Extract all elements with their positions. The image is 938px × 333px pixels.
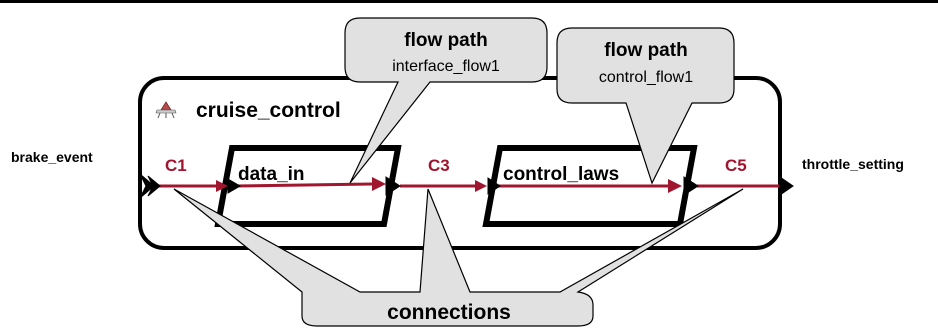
out-port-label: throttle_setting — [802, 156, 904, 172]
callout-flow-path-control — [556, 27, 735, 185]
data-in-out-port-icon — [385, 176, 401, 196]
callout-connections — [173, 188, 744, 327]
flow-path-interface-arrowhead — [372, 177, 386, 191]
in-port-label: brake_event — [11, 149, 93, 165]
data-in-in-port-icon — [227, 178, 241, 194]
subcomponent-control-laws-label: control_laws — [503, 164, 619, 185]
callout-connections-title: connections — [387, 301, 511, 324]
connection-c3-label: C3 — [428, 156, 450, 175]
system-name: cruise_control — [196, 99, 341, 122]
connection-c3-arrowhead — [475, 180, 487, 192]
connection-c1-arrowhead — [216, 180, 228, 192]
ports — [139, 173, 794, 199]
callout-flow-path-control-title: flow path — [604, 40, 687, 61]
flow-path-interface-line — [234, 182, 373, 188]
connection-c1-label: C1 — [165, 156, 187, 175]
flow-path-control-arrowhead — [668, 179, 682, 193]
in-port-icon — [139, 173, 161, 199]
subcomponent-data-in-label: data_in — [238, 164, 305, 185]
aadl-logo-icon — [155, 101, 177, 119]
connection-c5-label: C5 — [725, 156, 747, 175]
callout-flow-path-interface-title: flow path — [404, 30, 487, 51]
flow-lines — [157, 177, 780, 193]
callout-flow-path-control-name: control_flow1 — [599, 69, 693, 86]
callout-flow-path-interface — [344, 17, 548, 184]
out-port-icon — [779, 176, 794, 196]
top-rule — [0, 0, 938, 3]
control-laws-out-port-icon — [683, 176, 699, 196]
control-laws-in-port-icon — [487, 177, 501, 195]
callout-flow-path-interface-name: interface_flow1 — [392, 58, 500, 75]
